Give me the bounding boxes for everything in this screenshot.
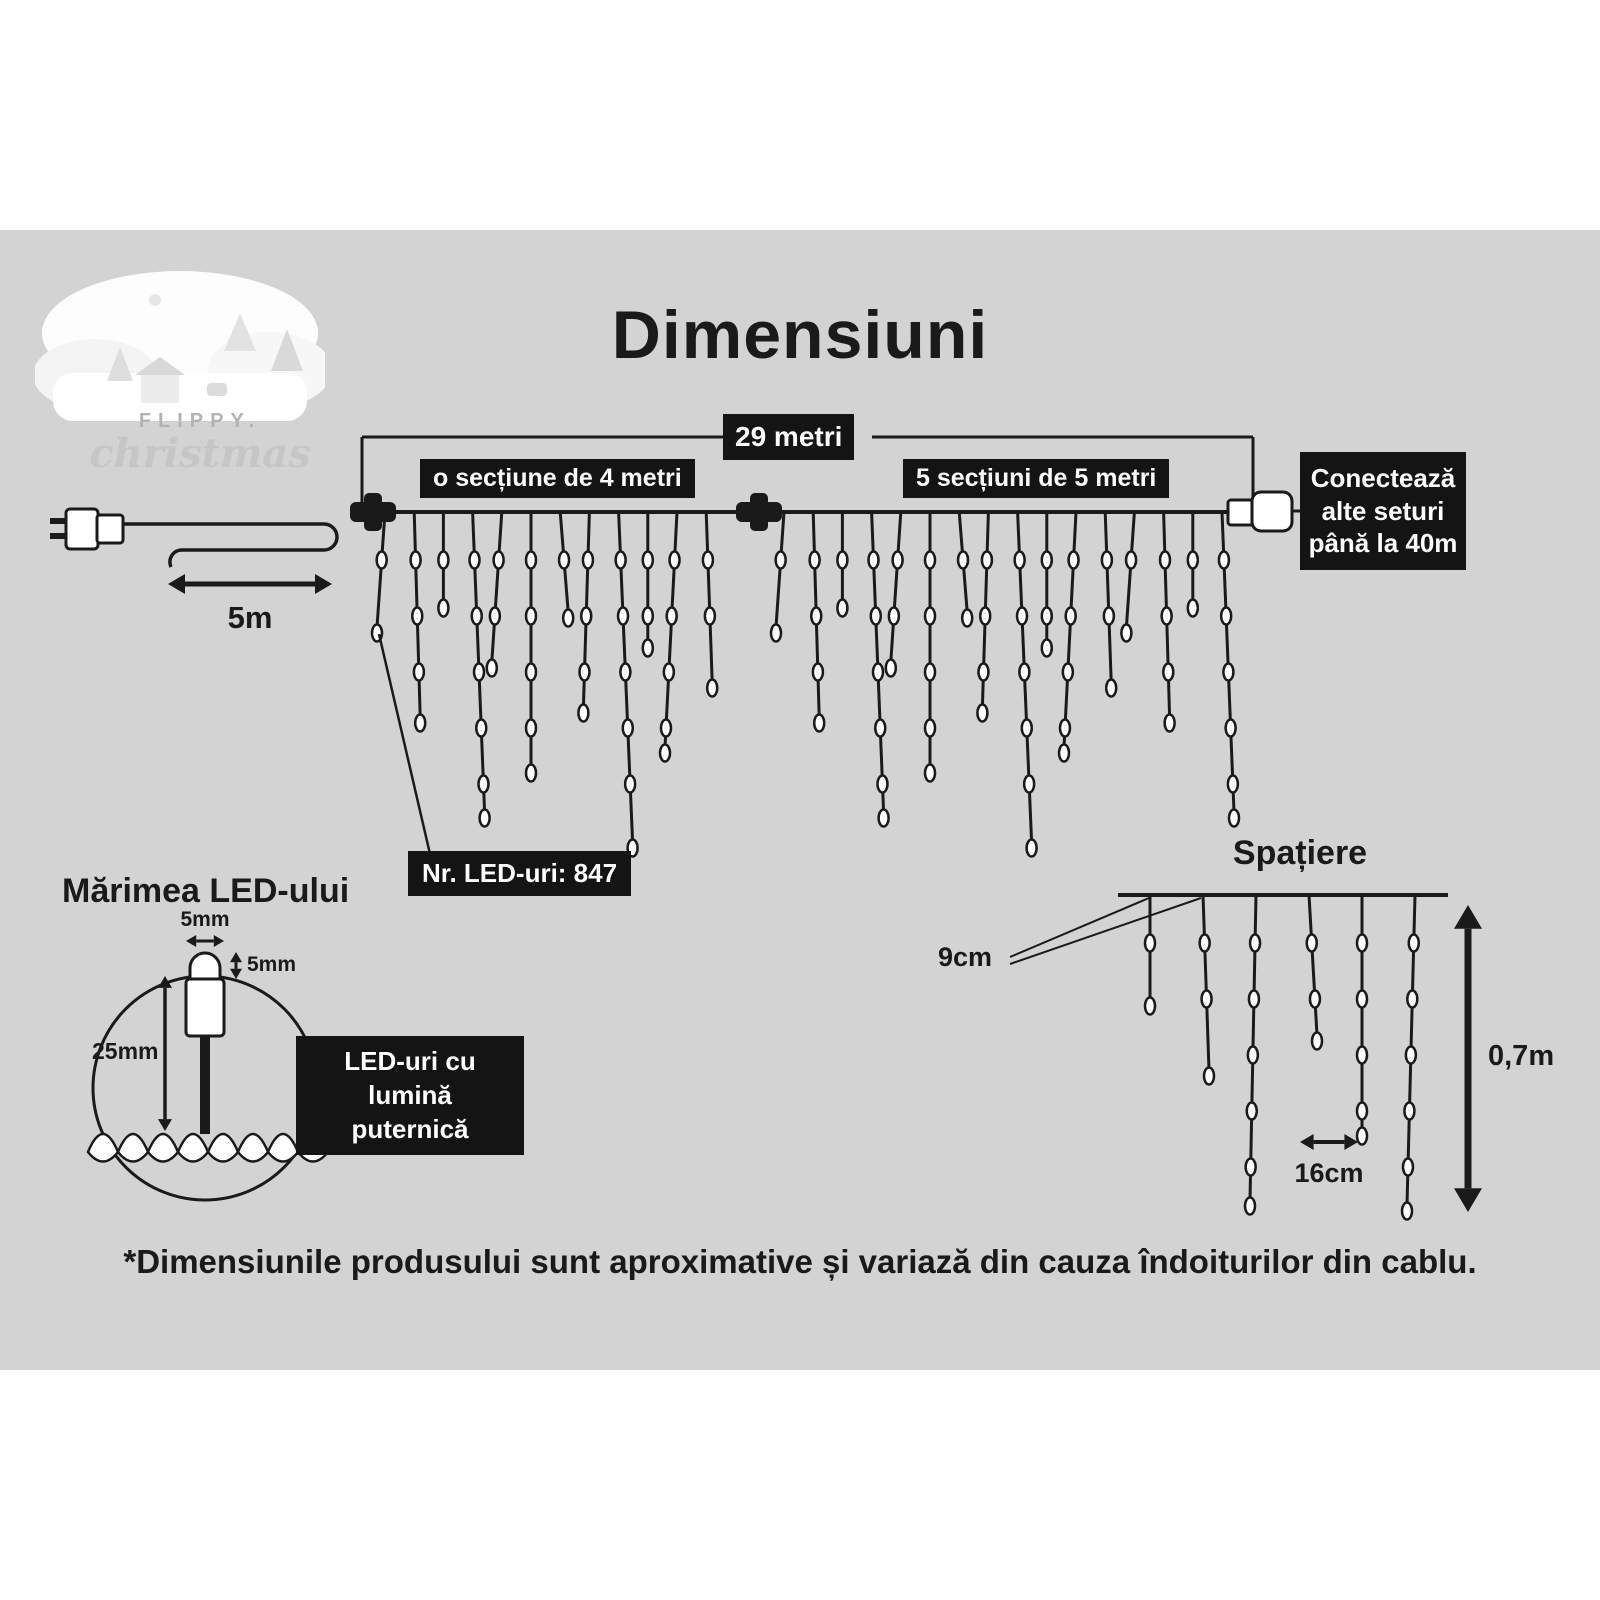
- lead-length-measure: 5m: [227, 600, 273, 635]
- total-length-label: 29 metri: [723, 414, 855, 460]
- led-brightness-note: LED-uri cu lumină puternică: [296, 1036, 524, 1156]
- page-title: Dimensiuni: [611, 297, 989, 373]
- drop-spacing-measure: 9cm: [938, 942, 993, 972]
- led-size-section-title: Mărimea LED-ului: [62, 872, 350, 910]
- section-left-label: o secțiune de 4 metri: [420, 459, 695, 498]
- logo-illustration: [35, 271, 325, 421]
- tree-icon: [271, 329, 303, 371]
- wire-connectors: [350, 490, 1301, 533]
- bulb-spacing-measure: 16cm: [1294, 1158, 1364, 1188]
- connect-note-line2: alte seturi: [1321, 495, 1445, 526]
- icicle-light-curtain: [370, 511, 1241, 858]
- footnote-text: *Dimensiunile produsului sunt aproximati…: [123, 1243, 1477, 1280]
- tree-icon: [224, 313, 256, 351]
- total-length-bracket: [360, 435, 1255, 512]
- section-right-label: 5 secțiuni de 5 metri: [903, 459, 1170, 498]
- tree-icon: [107, 347, 133, 381]
- deer-icon: [207, 383, 227, 396]
- logo-script-text: christmas: [89, 430, 311, 477]
- connect-note-line1: Conectează: [1310, 463, 1456, 493]
- led-count-label: Nr. LED-uri: 847: [408, 851, 632, 896]
- led-cap-height-measure: 5mm: [247, 953, 297, 976]
- spacing-section-title: Spațiere: [1232, 834, 1368, 872]
- moon-icon: [149, 294, 161, 306]
- led-body-height-measure: 25mm: [92, 1038, 159, 1064]
- connect-note-line3: până la 40m: [1308, 528, 1458, 558]
- logo-brand-text: FLIPPY.: [138, 410, 262, 432]
- drop-height-measure: 0,7m: [1488, 1040, 1555, 1072]
- led-cap-width-measure: 5mm: [180, 908, 230, 931]
- house-icon: [141, 375, 179, 403]
- spacing-diagram: [1009, 893, 1482, 1221]
- connect-note-label: Conectează alte seturi până la 40m: [1300, 452, 1466, 570]
- power-plug-and-lead-cable: [50, 507, 339, 594]
- house-roof-icon: [135, 357, 185, 375]
